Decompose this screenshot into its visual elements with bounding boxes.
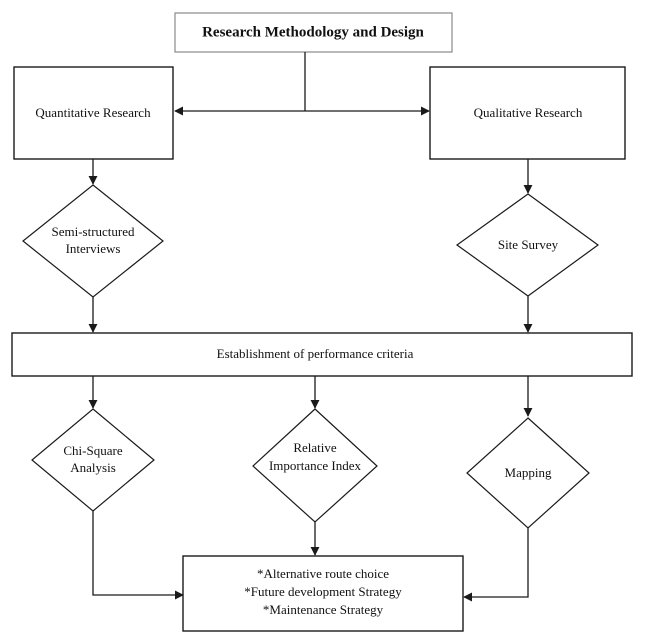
quantitative-node: Quantitative Research: [13, 66, 174, 160]
site-survey-label: Site Survey: [498, 237, 559, 252]
mapping-node: Mapping: [466, 417, 590, 529]
qualitative-node: Qualitative Research: [429, 66, 626, 160]
qualitative-label: Qualitative Research: [474, 105, 583, 120]
quantitative-label: Quantitative Research: [35, 105, 151, 120]
mapping-label: Mapping: [505, 465, 552, 480]
rii-label-line-1: Relative: [293, 440, 337, 455]
criteria-node: Establishment of performance criteria: [11, 332, 633, 377]
qualitative-box: [429, 66, 626, 160]
outcomes-box: [182, 555, 464, 632]
edge-mapping-to-outcomes: [463, 528, 529, 602]
outcome-alternative-route: *Alternative route choice: [257, 566, 389, 581]
outcome-maintenance: *Maintenance Strategy: [263, 602, 384, 617]
rii-node: Relative Importance Index: [252, 408, 378, 523]
interviews-label-line-1: Semi-structured: [51, 224, 135, 239]
rii-label-line-2: Importance Index: [269, 458, 362, 473]
criteria-box: [11, 332, 633, 377]
interviews-node: Semi-structured Interviews: [22, 184, 164, 298]
title-box: [174, 12, 453, 53]
title-node: Research Methodology and Design: [174, 12, 453, 53]
quantitative-box: [13, 66, 174, 160]
chi-square-node: Chi-Square Analysis: [31, 408, 155, 512]
chi-square-label-line-2: Analysis: [70, 460, 116, 475]
edge-chi-square-to-outcomes: [92, 511, 184, 600]
outcomes-node: *Alternative route choice *Future develo…: [182, 555, 464, 632]
title-label: Research Methodology and Design: [202, 24, 424, 40]
chi-square-label-line-1: Chi-Square: [63, 443, 122, 458]
interviews-label-line-2: Interviews: [66, 241, 121, 256]
outcome-future-development: *Future development Strategy: [244, 584, 402, 599]
site-survey-node: Site Survey: [455, 193, 600, 297]
criteria-label: Establishment of performance criteria: [217, 346, 414, 361]
edge-title-to-research: [174, 52, 430, 116]
